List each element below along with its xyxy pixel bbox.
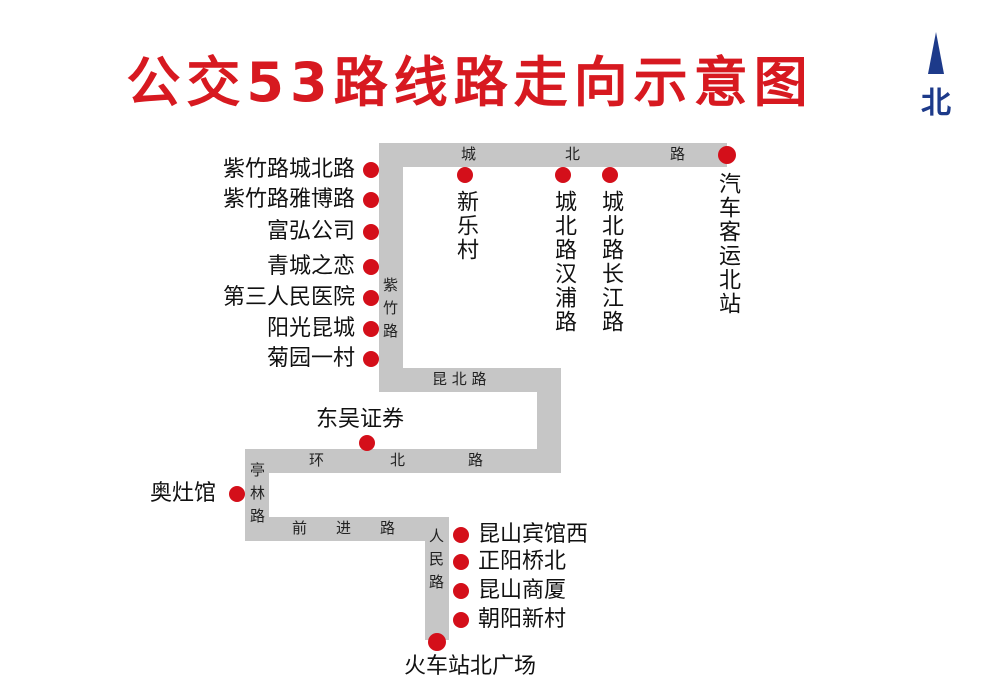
stop-dot-left-2 bbox=[363, 192, 379, 208]
stop-dot-left-6 bbox=[363, 321, 379, 337]
stop-label-left-7: 菊园一村 bbox=[266, 346, 355, 371]
road-zizhu: 紫竹路 bbox=[381, 277, 399, 346]
stop-label-xinle: 新乐村 bbox=[453, 190, 478, 262]
road-huanbei-2: 北 bbox=[390, 451, 406, 469]
stop-label-left-4: 青城之恋 bbox=[266, 254, 355, 279]
stop-dot-changjiang bbox=[602, 167, 618, 183]
stop-label-left-5: 第三人民医院 bbox=[222, 285, 355, 310]
stop-label-dongwu: 东吴证券 bbox=[316, 407, 405, 432]
road-huanbei-1: 环 bbox=[309, 451, 325, 469]
stop-dot-left-4 bbox=[363, 259, 379, 275]
stop-label-left-3: 富弘公司 bbox=[266, 219, 355, 244]
stop-label-left-1: 紫竹路城北路 bbox=[222, 157, 355, 182]
stop-label-right-2: 正阳桥北 bbox=[478, 549, 567, 574]
stop-label-hanpu: 城北路汉浦路 bbox=[551, 190, 576, 334]
road-renmin: 人民路 bbox=[427, 528, 445, 597]
road-huanbei-3: 路 bbox=[468, 451, 484, 469]
north-arrow-icon bbox=[928, 32, 944, 74]
stop-dot-right-2 bbox=[453, 554, 469, 570]
stop-dot-left-5 bbox=[363, 290, 379, 306]
stop-label-left-2: 紫竹路雅博路 bbox=[222, 187, 355, 212]
road-tinglin: 亭林路 bbox=[248, 462, 266, 531]
stop-dot-left-3 bbox=[363, 224, 379, 240]
stop-dot-qiche bbox=[718, 146, 736, 164]
stop-dot-xinle bbox=[457, 167, 473, 183]
stop-dot-dongwu bbox=[359, 435, 375, 451]
north-label: 北 bbox=[921, 86, 951, 121]
stop-dot-aozao bbox=[229, 486, 245, 502]
road-chengbei-3: 路 bbox=[670, 145, 686, 163]
road-kunbei: 昆 北 路 bbox=[432, 370, 487, 388]
road-qianjin-2: 进 bbox=[336, 519, 352, 537]
stop-dot-right-4 bbox=[453, 612, 469, 628]
stop-dot-left-1 bbox=[363, 162, 379, 178]
route-line bbox=[245, 143, 727, 640]
stop-dot-right-3 bbox=[453, 583, 469, 599]
stop-label-aozao: 奥灶馆 bbox=[150, 481, 217, 506]
stop-dots bbox=[229, 146, 736, 651]
stop-label-right-4: 朝阳新村 bbox=[478, 607, 567, 632]
stop-label-right-3: 昆山商厦 bbox=[478, 578, 567, 603]
road-qianjin-3: 路 bbox=[380, 519, 396, 537]
page-title: 公交53路线路走向示意图 bbox=[126, 51, 814, 114]
road-chengbei-2: 北 bbox=[565, 145, 581, 163]
stop-label-right-1: 昆山宾馆西 bbox=[478, 522, 589, 547]
stop-dot-hanpu bbox=[555, 167, 571, 183]
stop-label-terminal: 火车站北广场 bbox=[404, 654, 537, 679]
road-qianjin-1: 前 bbox=[292, 519, 308, 537]
stop-dot-terminal bbox=[428, 633, 446, 651]
road-chengbei-1: 城 bbox=[461, 145, 477, 163]
stop-label-left-6: 阳光昆城 bbox=[266, 316, 355, 341]
stop-label-qiche: 汽车客运北站 bbox=[715, 172, 740, 316]
stop-label-changjiang: 城北路长江路 bbox=[598, 190, 623, 334]
stop-dot-right-1 bbox=[453, 527, 469, 543]
stop-dot-left-7 bbox=[363, 351, 379, 367]
